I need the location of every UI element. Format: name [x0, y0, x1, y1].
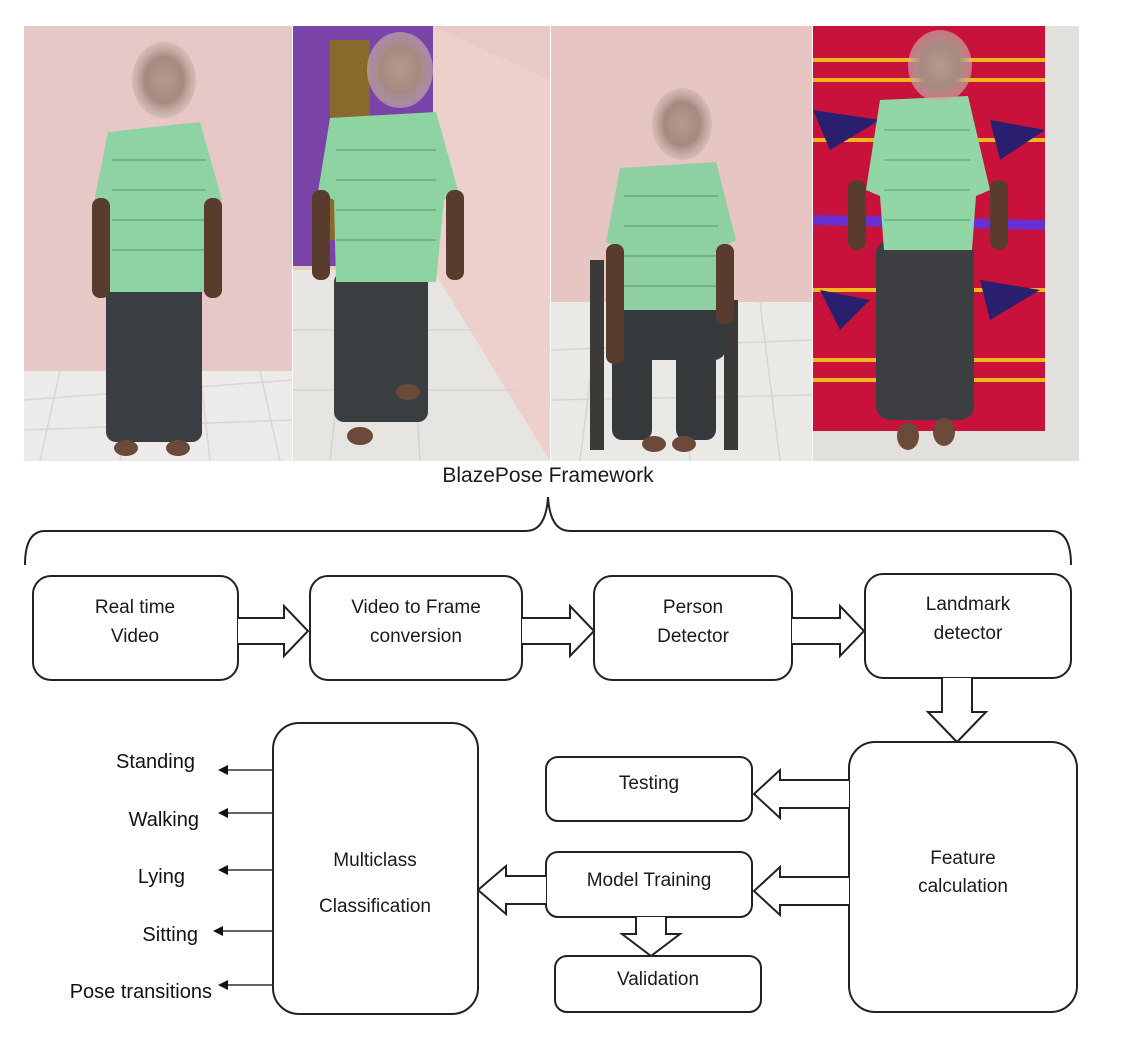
- output-walking: Walking: [129, 808, 273, 831]
- photo-sitting: [551, 26, 812, 461]
- arrow-frame-to-person: [522, 603, 596, 659]
- photo-standing: [24, 26, 292, 461]
- landmark-detector-line2: detector: [934, 623, 1003, 644]
- box-person-detector: Person Detector: [593, 575, 793, 681]
- arrow-training-to-multiclass: [476, 863, 546, 917]
- testing-label: Testing: [619, 773, 679, 794]
- landmark-detector-line1: Landmark: [926, 594, 1011, 615]
- multiclass-line2: Classification: [319, 896, 431, 917]
- box-model-training: Model Training: [545, 851, 753, 918]
- output-standing: Standing: [116, 751, 273, 775]
- photo-strip: [24, 26, 1079, 461]
- box-testing: Testing: [545, 756, 753, 822]
- arrow-feature-to-training: [752, 864, 849, 918]
- output-lying: Lying: [138, 865, 273, 888]
- feature-calculation-line2: calculation: [918, 876, 1008, 897]
- framework-label: BlazePose Framework: [442, 464, 654, 487]
- output-walking-label: Walking: [129, 809, 199, 831]
- box-validation: Validation: [554, 955, 762, 1013]
- video-to-frame-line2: conversion: [370, 626, 462, 647]
- box-feature-calculation: Feature calculation: [848, 741, 1078, 1013]
- framework-brace: [24, 496, 1072, 566]
- output-standing-label: Standing: [116, 751, 195, 773]
- person-detector-line2: Detector: [657, 626, 729, 647]
- person-detector-line1: Person: [663, 597, 723, 618]
- validation-label: Validation: [617, 969, 699, 990]
- photo-walking: [293, 26, 550, 461]
- output-pose-transitions: Pose transitions: [70, 980, 273, 1003]
- video-to-frame-line1: Video to Frame: [351, 597, 481, 618]
- real-time-video-line2: Video: [111, 626, 159, 647]
- box-multiclass-classification: Multiclass Classification: [272, 722, 479, 1015]
- arrow-feature-to-testing: [752, 767, 849, 821]
- arrow-landmark-to-feature: [925, 678, 989, 744]
- box-real-time-video: Real time Video: [32, 575, 239, 681]
- multiclass-line1: Multiclass: [333, 850, 416, 871]
- box-landmark-detector: Landmark detector: [864, 573, 1072, 679]
- box-video-to-frame: Video to Frame conversion: [309, 575, 523, 681]
- model-training-label: Model Training: [587, 870, 712, 891]
- output-pose-transitions-label: Pose transitions: [70, 981, 212, 1003]
- output-lying-label: Lying: [138, 866, 185, 888]
- arrow-training-to-validation: [619, 917, 683, 958]
- feature-calculation-line1: Feature: [930, 848, 995, 869]
- output-sitting-label: Sitting: [142, 924, 198, 946]
- arrow-person-to-landmark: [792, 603, 866, 659]
- arrow-video-to-frame: [238, 603, 310, 659]
- output-sitting: Sitting: [142, 924, 273, 946]
- real-time-video-line1: Real time: [95, 597, 175, 618]
- photo-lying: [813, 26, 1079, 461]
